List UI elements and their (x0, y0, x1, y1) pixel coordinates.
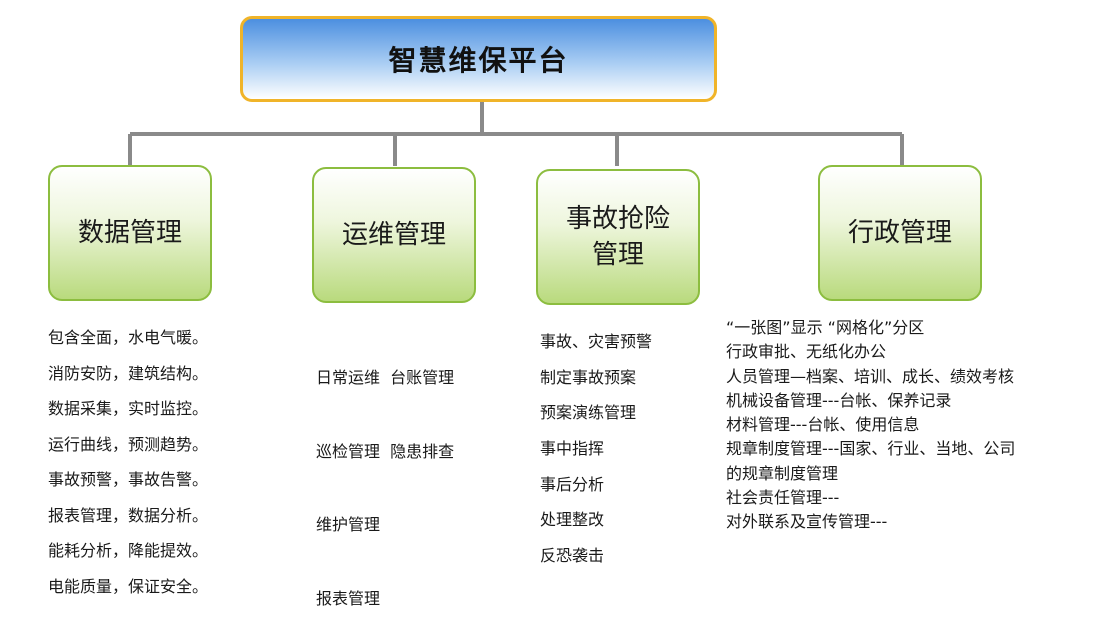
list-item: 事中指挥 (540, 439, 605, 459)
list-item: 巡检管理 隐患排查 (316, 441, 455, 461)
list-item: 对外联系及宣传管理--- (726, 512, 888, 532)
list-item: 机械设备管理---台帐、保养记录 (726, 390, 952, 410)
list-item: 日常运维 台账管理 (316, 368, 455, 387)
list-item: 运行曲线，预测趋势。 (48, 434, 209, 454)
list-item: 制定事故预案 (540, 367, 637, 387)
list-item: “一张图”显示 “网格化”分区 (726, 318, 925, 337)
category-data-management: 数据管理 (48, 165, 212, 301)
list-item: 消防安防，建筑结构。 (48, 363, 209, 383)
list-item: 能耗分析，降能提效。 (48, 541, 209, 560)
list-item: 电能质量，保证安全。 (48, 576, 209, 596)
list-item: 的规章制度管理 (726, 463, 839, 483)
category-title: 运维管理 (341, 220, 446, 250)
category-ops-management: 运维管理 (312, 167, 476, 303)
list-item: 事故预警，事故告警。 (48, 470, 209, 489)
list-item: 预案演练管理 (540, 403, 637, 423)
data-management-items: 包含全面，水电气暖。 消防安防，建筑结构。 数据采集，实时监控。 运行曲线，预测… (48, 320, 208, 604)
list-item: 事故、灾害预警 (540, 332, 653, 351)
list-item: 材料管理---台帐、使用信息 (726, 415, 920, 435)
list-item: 反恐袭击 (540, 546, 605, 566)
list-item: 包含全面，水电气暖。 (48, 328, 209, 347)
list-item: 处理整改 (540, 510, 605, 530)
platform-title: 智慧维保平台 (388, 44, 569, 77)
admin-management-items: “一张图”显示 “网格化”分区 行政审批、无纸化办公 人员管理—档案、培训、成长… (726, 316, 1015, 535)
list-item: 维护管理 (316, 515, 381, 534)
list-item: 行政审批、无纸化办公 (726, 342, 887, 362)
category-admin-management: 行政管理 (818, 165, 982, 301)
category-title: 事故抢险 管理 (565, 204, 670, 270)
category-title: 数据管理 (77, 218, 182, 248)
list-item: 规章制度管理---国家、行业、当地、公司 (726, 439, 1016, 459)
connector-lines (128, 102, 904, 166)
emergency-management-items: 事故、灾害预警 制定事故预案 预案演练管理 事中指挥 事后分析 处理整改 反恐袭… (540, 324, 652, 574)
list-item: 报表管理，数据分析。 (48, 505, 209, 525)
platform-root-node: 智慧维保平台 (240, 16, 717, 102)
list-item: 事后分析 (540, 474, 605, 494)
ops-management-items: 日常运维 台账管理 巡检管理 隐患排查 维护管理 报表管理 (316, 322, 454, 635)
list-item: 社会责任管理--- (726, 488, 840, 508)
category-title: 行政管理 (847, 218, 952, 248)
list-item: 人员管理—档案、培训、成长、绩效考核 (726, 366, 1015, 386)
list-item: 报表管理 (316, 588, 381, 608)
list-item: 数据采集，实时监控。 (48, 399, 209, 418)
category-emergency-management: 事故抢险 管理 (536, 169, 700, 305)
